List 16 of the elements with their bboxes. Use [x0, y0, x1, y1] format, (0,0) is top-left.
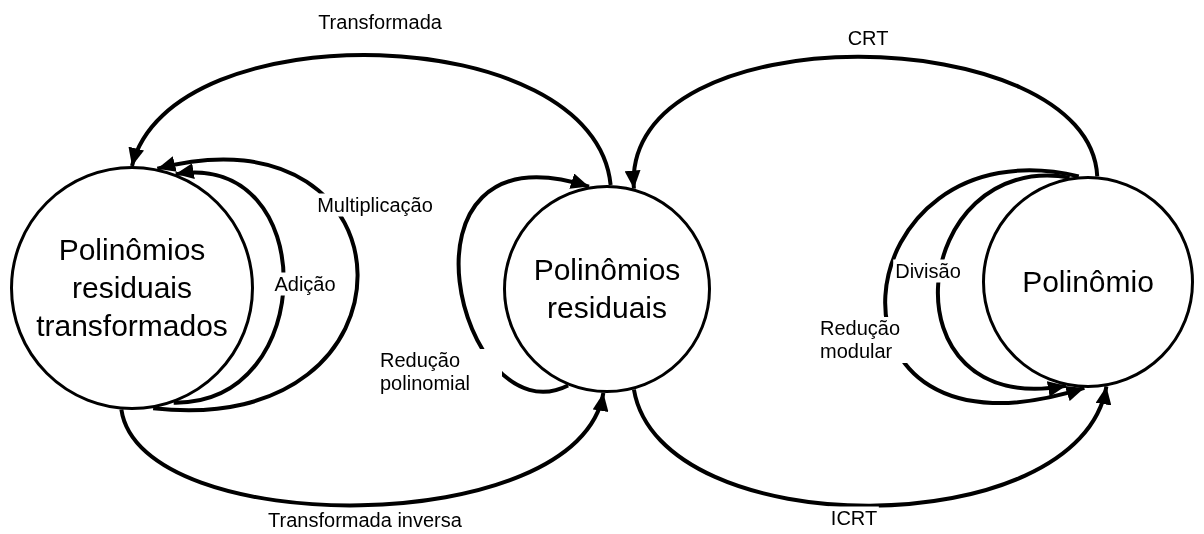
arrow [883, 168, 1085, 405]
node-title: Polinômio [1022, 264, 1154, 300]
arrow [153, 157, 360, 411]
node-title: Polinômios residuais transformados [35, 232, 229, 344]
arrow [173, 165, 286, 405]
arrow [119, 392, 606, 508]
arrow [936, 174, 1070, 395]
edge-label: Redução polinomial [378, 349, 502, 395]
arrow [130, 53, 613, 186]
edge-label: Multiplicação [315, 193, 435, 217]
edge-label: Adição [272, 272, 338, 296]
edge-label: Divisão [893, 259, 963, 283]
arrow [632, 385, 1109, 508]
arrow [457, 175, 590, 394]
arrow [628, 55, 1100, 189]
node-title: Polinômios residuais [532, 252, 682, 326]
